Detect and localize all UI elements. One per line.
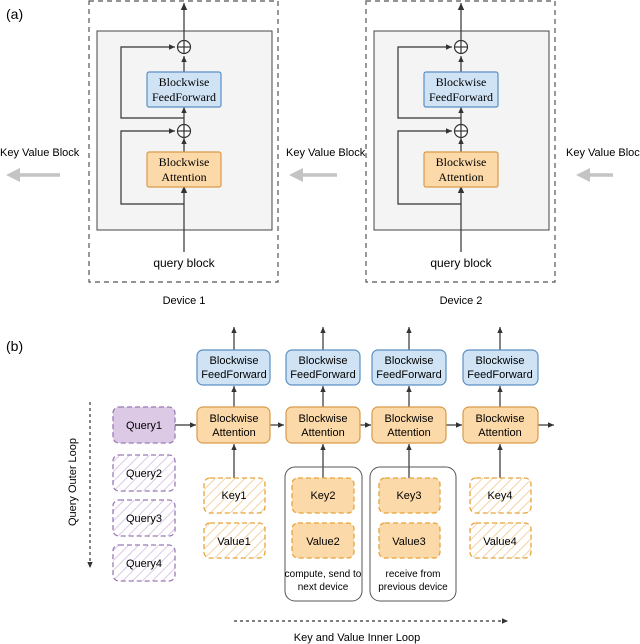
kv-transfer-arrow <box>576 168 613 182</box>
svg-text:FeedForward: FeedForward <box>467 369 532 381</box>
device-1-label: Device 1 <box>163 295 206 307</box>
value-box <box>469 522 532 559</box>
ffn-box <box>285 349 361 386</box>
ffn-box <box>371 349 447 386</box>
kv-block-label-right: Key Value Block <box>566 147 640 159</box>
svg-text:FeedForward: FeedForward <box>201 369 266 381</box>
svg-text:FeedForward: FeedForward <box>376 369 441 381</box>
block-column-1: Blockwise FeedForward Blockwise Attentio… <box>196 327 271 559</box>
query-4: Query4 <box>112 544 176 582</box>
send-note-line2: next device <box>298 582 349 593</box>
device-1-outline <box>88 0 279 283</box>
block-column-2: Blockwise FeedForward Blockwise Attentio… <box>284 327 363 602</box>
attention-box <box>146 151 222 188</box>
svg-text:FeedForward: FeedForward <box>290 369 355 381</box>
receive-note-line1: receive from <box>385 569 440 580</box>
add-node-icon <box>453 39 469 55</box>
block-column-3: Blockwise FeedForward Blockwise Attentio… <box>369 327 457 602</box>
receive-note-line2: previous device <box>378 582 448 593</box>
device-2-label: Device 2 <box>440 295 483 307</box>
svg-text:Blockwise: Blockwise <box>210 355 259 367</box>
svg-text:Blockwise: Blockwise <box>476 355 525 367</box>
device-1: Blockwise FeedForward Blockwise Attentio… <box>88 0 279 283</box>
ffn-label-line2: FeedForward <box>152 90 216 104</box>
ffn-box <box>146 71 222 108</box>
panel-a-label: (a) <box>6 6 23 22</box>
svg-text:Value1: Value1 <box>217 536 250 548</box>
key-box <box>378 477 441 514</box>
panel-b-label: (b) <box>6 338 23 354</box>
attention-label-line1: Blockwise <box>159 155 210 169</box>
query-outer-loop-label: Query Outer Loop <box>67 438 79 526</box>
attention-box <box>423 151 499 188</box>
svg-text:Attention: Attention <box>212 427 255 439</box>
ffn-box <box>423 71 499 108</box>
svg-text:Query1: Query1 <box>126 420 162 432</box>
svg-text:Blockwise: Blockwise <box>299 355 348 367</box>
value-box <box>291 522 355 559</box>
device-2: Blockwise FeedForward Blockwise Attentio… <box>365 0 556 283</box>
svg-text:Value4: Value4 <box>483 536 516 548</box>
key-box <box>291 477 355 514</box>
ffn-label-line1: Blockwise <box>159 75 210 89</box>
ffn-box <box>462 349 539 386</box>
send-device-group <box>284 466 363 602</box>
attention-label-line1: Blockwise <box>436 155 487 169</box>
svg-text:Query3: Query3 <box>126 513 162 525</box>
send-note-line1: compute, send to <box>285 569 362 580</box>
query-1: Query1 <box>112 406 176 444</box>
kv-block-label-left: Key Value Block <box>0 147 80 159</box>
block-column-4: Blockwise FeedForward Blockwise Attentio… <box>462 327 539 559</box>
ffn-label-line2: FeedForward <box>429 90 493 104</box>
svg-text:Blockwise: Blockwise <box>385 355 434 367</box>
svg-text:Blockwise: Blockwise <box>476 413 525 425</box>
kv-transfer-arrow <box>6 168 60 182</box>
add-node-icon <box>176 123 192 139</box>
svg-text:Key1: Key1 <box>221 490 246 502</box>
kv-transfer-arrow <box>289 168 337 182</box>
value-box <box>203 522 266 559</box>
svg-text:Blockwise: Blockwise <box>385 413 434 425</box>
svg-text:Key2: Key2 <box>310 490 335 502</box>
svg-text:Value2: Value2 <box>306 536 339 548</box>
svg-text:Query2: Query2 <box>126 468 162 480</box>
device-2-outline <box>365 0 556 283</box>
ffn-box <box>196 349 271 386</box>
attention-box <box>196 406 271 444</box>
svg-text:Query4: Query4 <box>126 558 162 570</box>
ffn-label-line1: Blockwise <box>436 75 487 89</box>
kv-inner-loop-label: Key and Value Inner Loop <box>294 632 420 644</box>
key-box <box>469 477 532 514</box>
svg-text:Blockwise: Blockwise <box>299 413 348 425</box>
query-2: Query2 <box>112 454 176 492</box>
attention-box <box>462 406 539 444</box>
attention-label-line2: Attention <box>438 170 483 184</box>
svg-text:Attention: Attention <box>387 427 430 439</box>
query-block-label: query block <box>430 256 492 270</box>
svg-text:Value3: Value3 <box>392 536 425 548</box>
kv-block-label-middle: Key Value Block <box>286 147 366 159</box>
svg-text:Key4: Key4 <box>487 490 512 502</box>
query-3: Query3 <box>112 499 176 537</box>
svg-text:Attention: Attention <box>301 427 344 439</box>
query-block-label: query block <box>153 256 215 270</box>
value-box <box>378 522 441 559</box>
attention-box <box>285 406 361 444</box>
attention-box <box>371 406 447 444</box>
receive-device-group <box>369 466 457 602</box>
svg-text:Blockwise: Blockwise <box>210 413 259 425</box>
add-node-icon <box>176 39 192 55</box>
svg-text:Attention: Attention <box>478 427 521 439</box>
attention-label-line2: Attention <box>161 170 206 184</box>
add-node-icon <box>453 123 469 139</box>
svg-text:Key3: Key3 <box>396 490 421 502</box>
key-box <box>203 477 266 514</box>
